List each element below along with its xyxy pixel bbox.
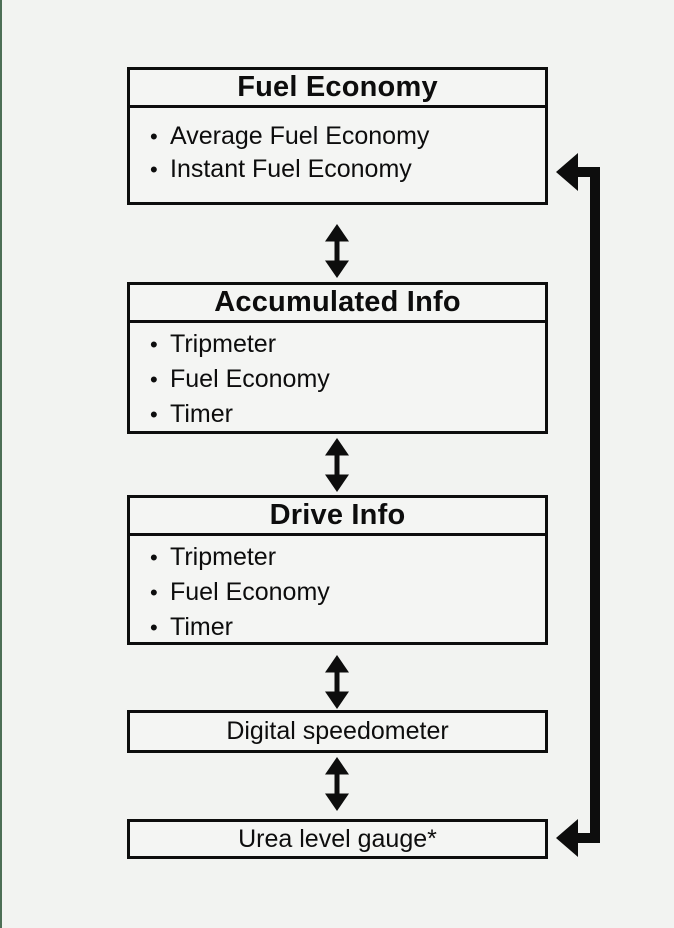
accumulated-info-box: Accumulated Info • Tripmeter • Fuel Econ…	[127, 282, 548, 434]
list-item: • Tripmeter	[150, 327, 537, 362]
box-label: Urea level gauge*	[238, 824, 437, 853]
page-left-edge-line	[0, 0, 2, 928]
list-item: • Timer	[150, 397, 537, 432]
list-item: • Fuel Economy	[150, 362, 537, 397]
fuel-economy-box: Fuel Economy • Average Fuel Economy • In…	[127, 67, 548, 205]
list-item-label: Tripmeter	[170, 330, 277, 358]
list-item: • Tripmeter	[150, 540, 537, 575]
list-item-label: Average Fuel Economy	[170, 122, 430, 150]
urea-level-gauge-box: Urea level gauge*	[127, 819, 548, 859]
list-item: • Instant Fuel Economy	[150, 153, 537, 186]
list-item-label: Fuel Economy	[170, 365, 330, 393]
list-item: • Fuel Economy	[150, 575, 537, 610]
left-arrowhead-icon	[556, 153, 578, 191]
left-arrowhead-icon	[556, 819, 578, 857]
up-down-arrow-icon	[325, 655, 349, 709]
bullet-icon: •	[150, 157, 158, 182]
list-item-label: Timer	[170, 400, 233, 428]
list-item: • Average Fuel Economy	[150, 120, 537, 153]
digital-speedometer-box: Digital speedometer	[127, 710, 548, 753]
list-item-label: Tripmeter	[170, 543, 277, 571]
bullet-icon: •	[150, 124, 158, 149]
box-body: • Tripmeter • Fuel Economy • Timer	[130, 323, 545, 432]
up-down-arrow-icon	[325, 757, 349, 811]
up-down-arrow-icon	[325, 224, 349, 278]
box-body: • Average Fuel Economy • Instant Fuel Ec…	[130, 108, 545, 186]
bullet-icon: •	[150, 580, 158, 605]
list-item-label: Timer	[170, 613, 233, 641]
bullet-icon: •	[150, 332, 158, 357]
list-item-label: Fuel Economy	[170, 578, 330, 606]
loop-line	[572, 167, 600, 843]
drive-info-box: Drive Info • Tripmeter • Fuel Economy • …	[127, 495, 548, 645]
list-item-label: Instant Fuel Economy	[170, 155, 412, 183]
bullet-icon: •	[150, 367, 158, 392]
list-item: • Timer	[150, 610, 537, 645]
box-title: Fuel Economy	[130, 70, 545, 108]
wrap-around-connector	[556, 153, 600, 857]
bullet-icon: •	[150, 615, 158, 640]
box-label: Digital speedometer	[226, 717, 449, 745]
up-down-arrow-icon	[325, 438, 349, 492]
bullet-icon: •	[150, 402, 158, 427]
bullet-icon: •	[150, 545, 158, 570]
box-body: • Tripmeter • Fuel Economy • Timer	[130, 536, 545, 645]
box-title: Drive Info	[130, 498, 545, 536]
box-title: Accumulated Info	[130, 285, 545, 323]
